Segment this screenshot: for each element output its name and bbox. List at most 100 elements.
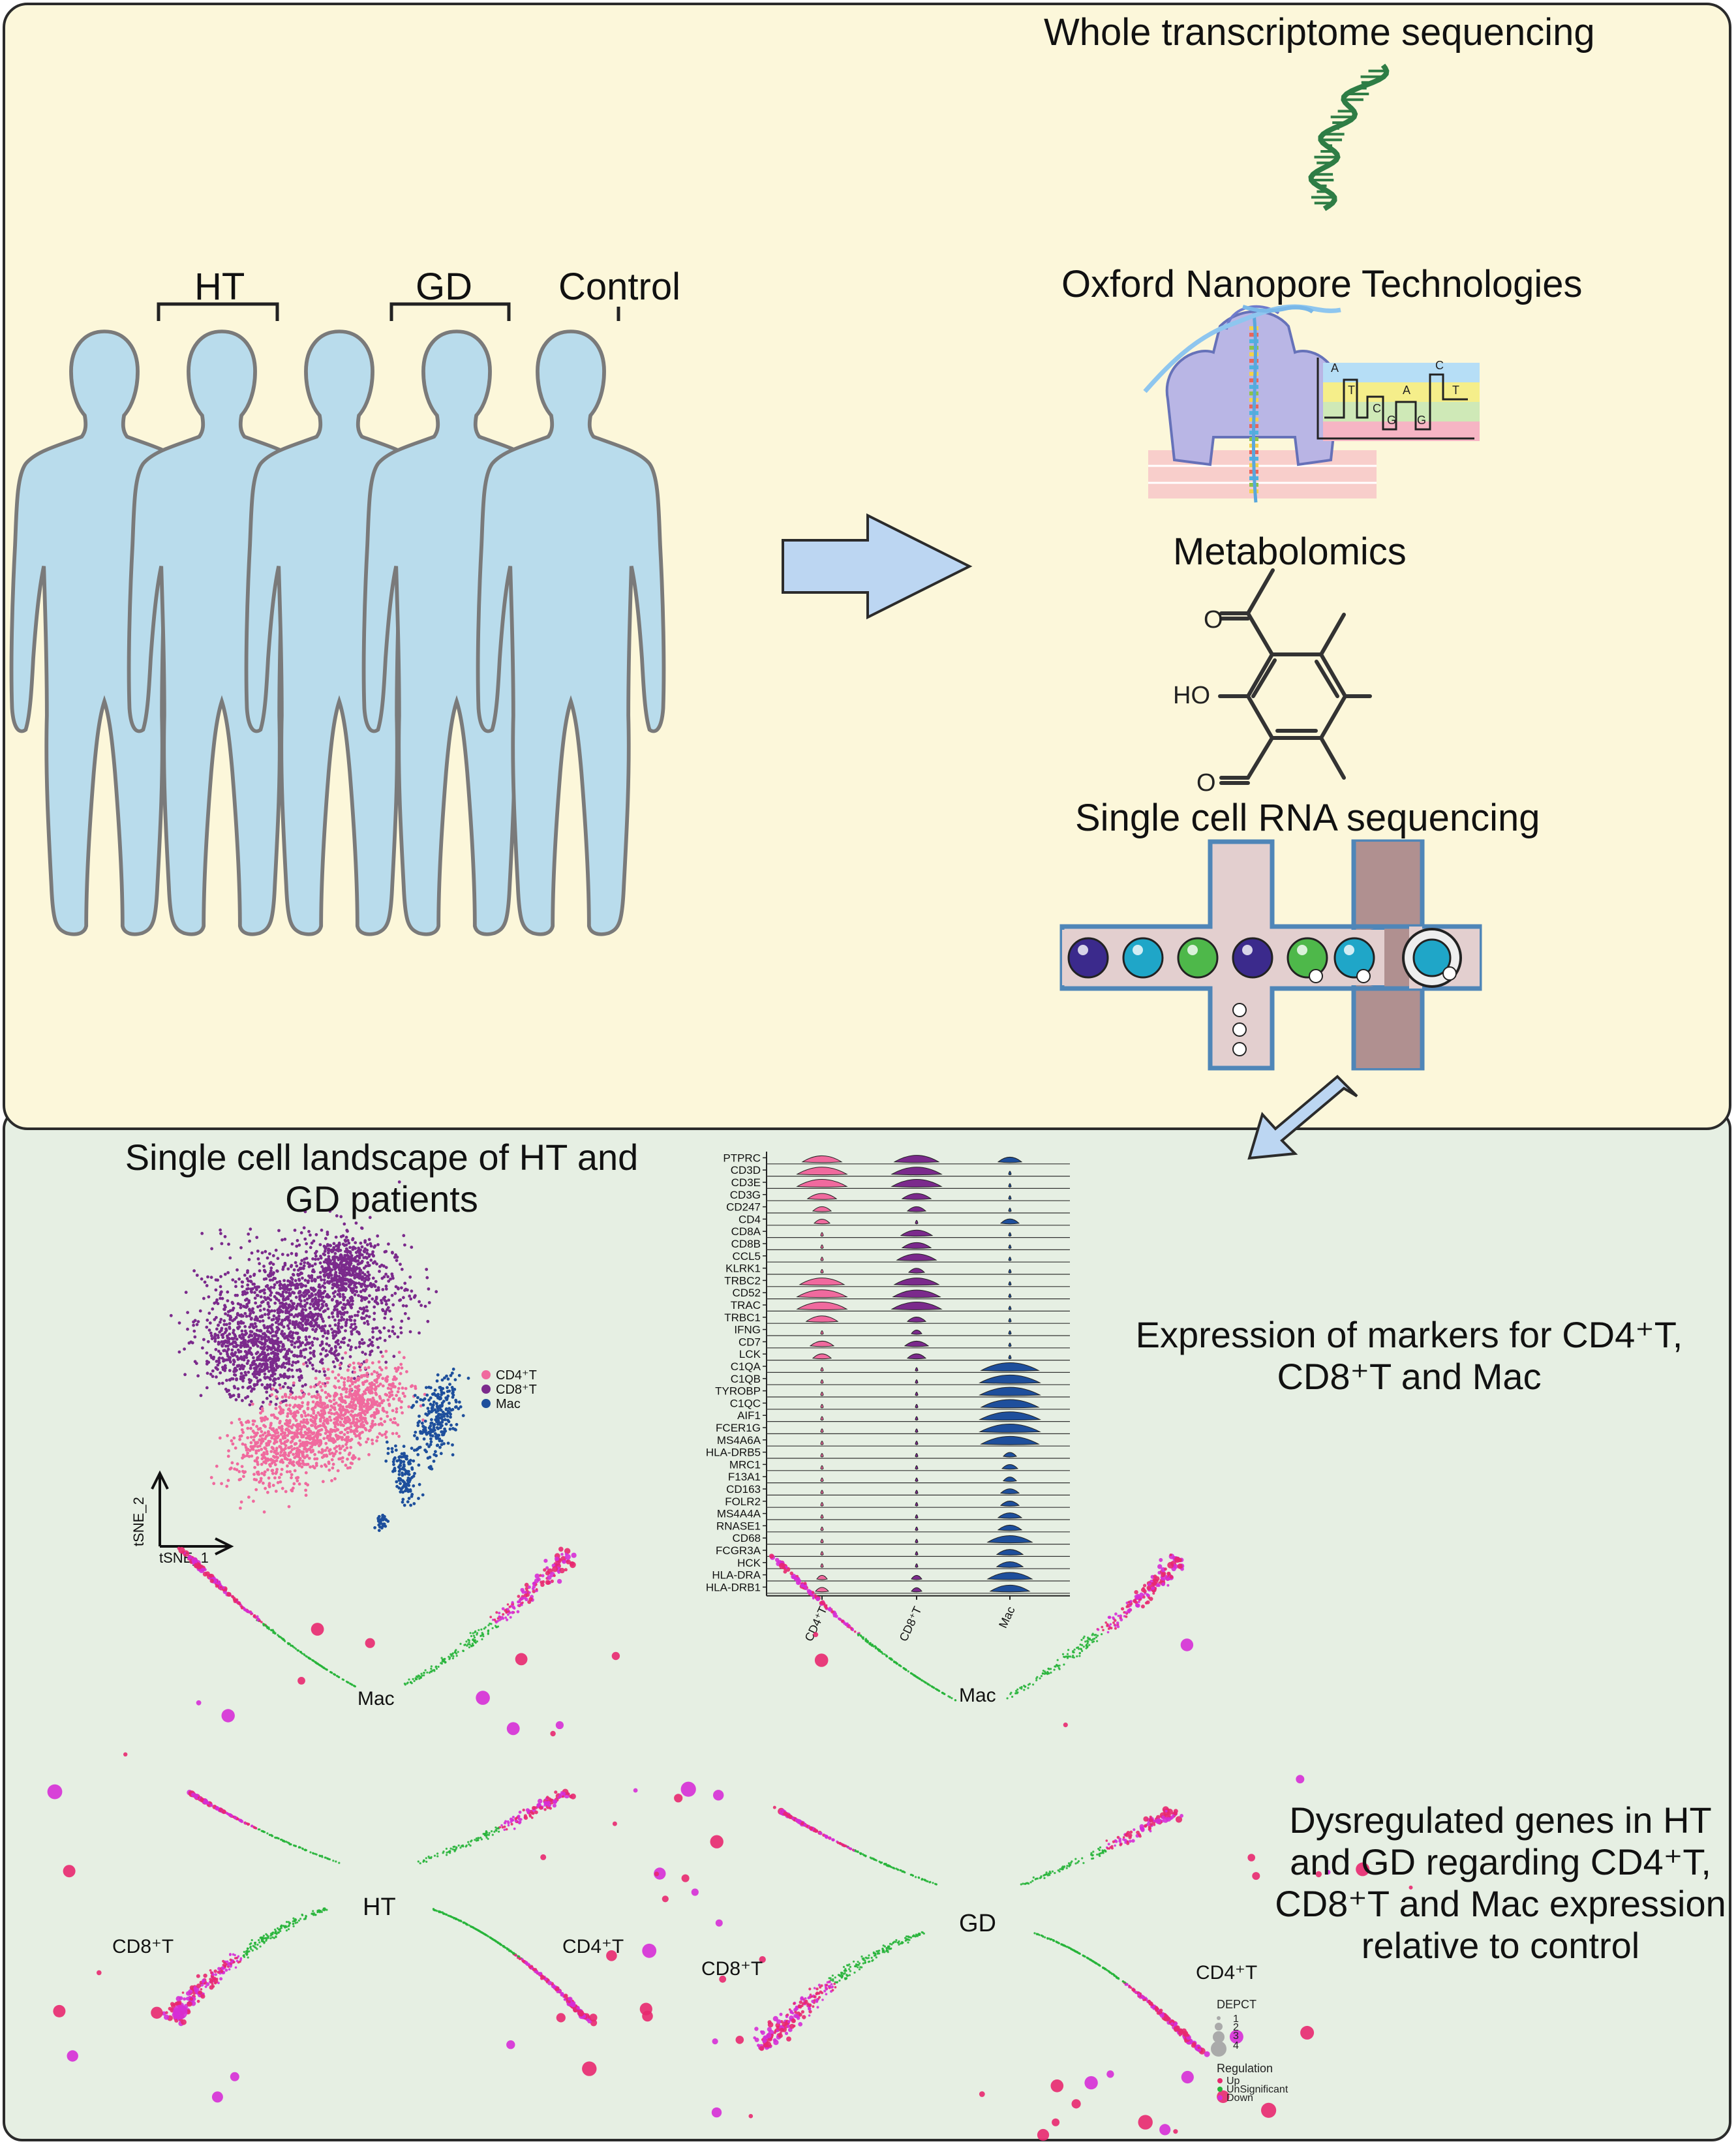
violin-gene-label: CCL5 [733,1250,761,1263]
group-ht-label: HT [194,266,245,308]
base-letter: A [1331,361,1339,375]
base-letter: G [1387,414,1396,427]
violin-shape [820,1477,824,1482]
markers-text: Expression of markers for CD4⁺T, CD8⁺T a… [1135,1314,1683,1397]
violin-shape [915,1452,919,1458]
violin-shape [1008,1268,1012,1274]
violin-shape [1008,1195,1012,1200]
violin-cluster-label: Mac [996,1604,1018,1630]
violin-shape [820,1244,824,1249]
violin-shape [997,1524,1023,1531]
cell-bead [1067,937,1109,979]
violin-gene-label: FCER1G [716,1422,761,1434]
violin-shape [796,1289,848,1298]
violin-shape [816,1574,828,1580]
violin-shape [820,1526,824,1531]
violin-shape [980,1399,1040,1409]
violin-shape [1008,1293,1012,1298]
violin-shape [820,1452,824,1458]
tsne-cluster [405,1368,470,1471]
violin-gene-label: HCK [737,1557,761,1569]
violin-shape [1003,1477,1017,1482]
violin-shape [896,1253,937,1261]
violin-shape [820,1391,824,1396]
violin-shape [820,1539,824,1544]
violin-shape [915,1502,919,1507]
violin-shape [999,1218,1020,1225]
violin-shape [1008,1232,1012,1237]
tsne-axis-y: tSNE_2 [130,1497,147,1546]
violin-shape [1008,1355,1012,1360]
violin-shape [1008,1318,1012,1323]
violin-gene-label: HLA-DRB5 [706,1447,761,1459]
violin-shape [997,1512,1023,1519]
violin-shape [820,1502,824,1507]
volcano-plot-ht [47,1546,766,2103]
violin-shape [893,1278,940,1286]
base-letter: T [1452,384,1459,397]
dysreg-text: Dysregulated genes in HT and GD regardin… [1275,1800,1726,1966]
violin-shape [915,1539,919,1544]
metabolite-structure-icon [1218,568,1372,785]
tsne-cluster [384,1440,425,1507]
base-letter: A [1403,384,1410,397]
volcano-plot-gd [540,1554,1413,2141]
violin-shape [820,1551,824,1556]
violin-shape [892,1289,941,1298]
violin-shape [1008,1281,1012,1286]
svg-text:CD8⁺T: CD8⁺T [496,1383,537,1397]
tsne-plot [169,1180,470,1533]
violin-shape [915,1526,919,1531]
violin-gene-label: CD3G [730,1189,761,1201]
violin-shape [820,1268,824,1274]
base-letter: G [1417,414,1426,427]
dna-strand-icon [1308,63,1390,211]
violin-shape [820,1416,824,1421]
violin-shape [915,1563,919,1568]
violin-shape [799,1278,845,1286]
violin-shape [806,1193,838,1200]
violin-shape [911,1329,922,1335]
violin-shape [891,1302,943,1310]
violin-shape [915,1477,919,1482]
violin-shape [796,1167,848,1176]
tsne-legend: CD4⁺T CD8⁺T Mac [481,1368,537,1411]
group-control-label: Control [558,266,680,308]
violin-shape [796,1179,848,1188]
violin-shape [1008,1342,1012,1347]
violin-shape [815,1587,829,1593]
svg-text:Mac: Mac [496,1397,521,1411]
scrna-label: Single cell RNA sequencing [1075,797,1540,839]
tsne-cluster [177,1312,326,1411]
violin-shape [1008,1330,1012,1335]
violin-shape [820,1563,824,1568]
microfluidic-chip-icon [1059,839,1482,1071]
violin-gene-label: MS4A4A [717,1508,761,1520]
violin-shape [915,1379,919,1384]
violin-gene-label: CD3E [731,1176,761,1189]
svg-text:HO: HO [1173,682,1210,709]
tsne-cluster [373,1514,390,1533]
violin-gene-label: CD3D [731,1164,761,1176]
violin-shape [980,1435,1040,1445]
violin-shape [1008,1244,1012,1249]
violin-shape [820,1379,824,1384]
violin-shape [996,1549,1024,1556]
violin-shape [980,1362,1040,1372]
down-left-arrow-icon [1247,1075,1358,1160]
violin-shape [915,1441,919,1445]
violin-shape [979,1424,1041,1433]
violin-shape [813,1219,831,1225]
violin-shape [796,1302,848,1310]
violin-shape [915,1465,919,1470]
violin-gene-label: F13A1 [728,1471,761,1483]
violin-shape [915,1367,919,1372]
violin-shape [915,1403,919,1409]
violin-shape [820,1428,824,1433]
violin-shape [801,1155,843,1163]
violin-gene-label: IFNG [734,1324,761,1336]
tsne-axes [151,1470,234,1556]
violin-gene-label: MS4A6A [717,1434,761,1447]
